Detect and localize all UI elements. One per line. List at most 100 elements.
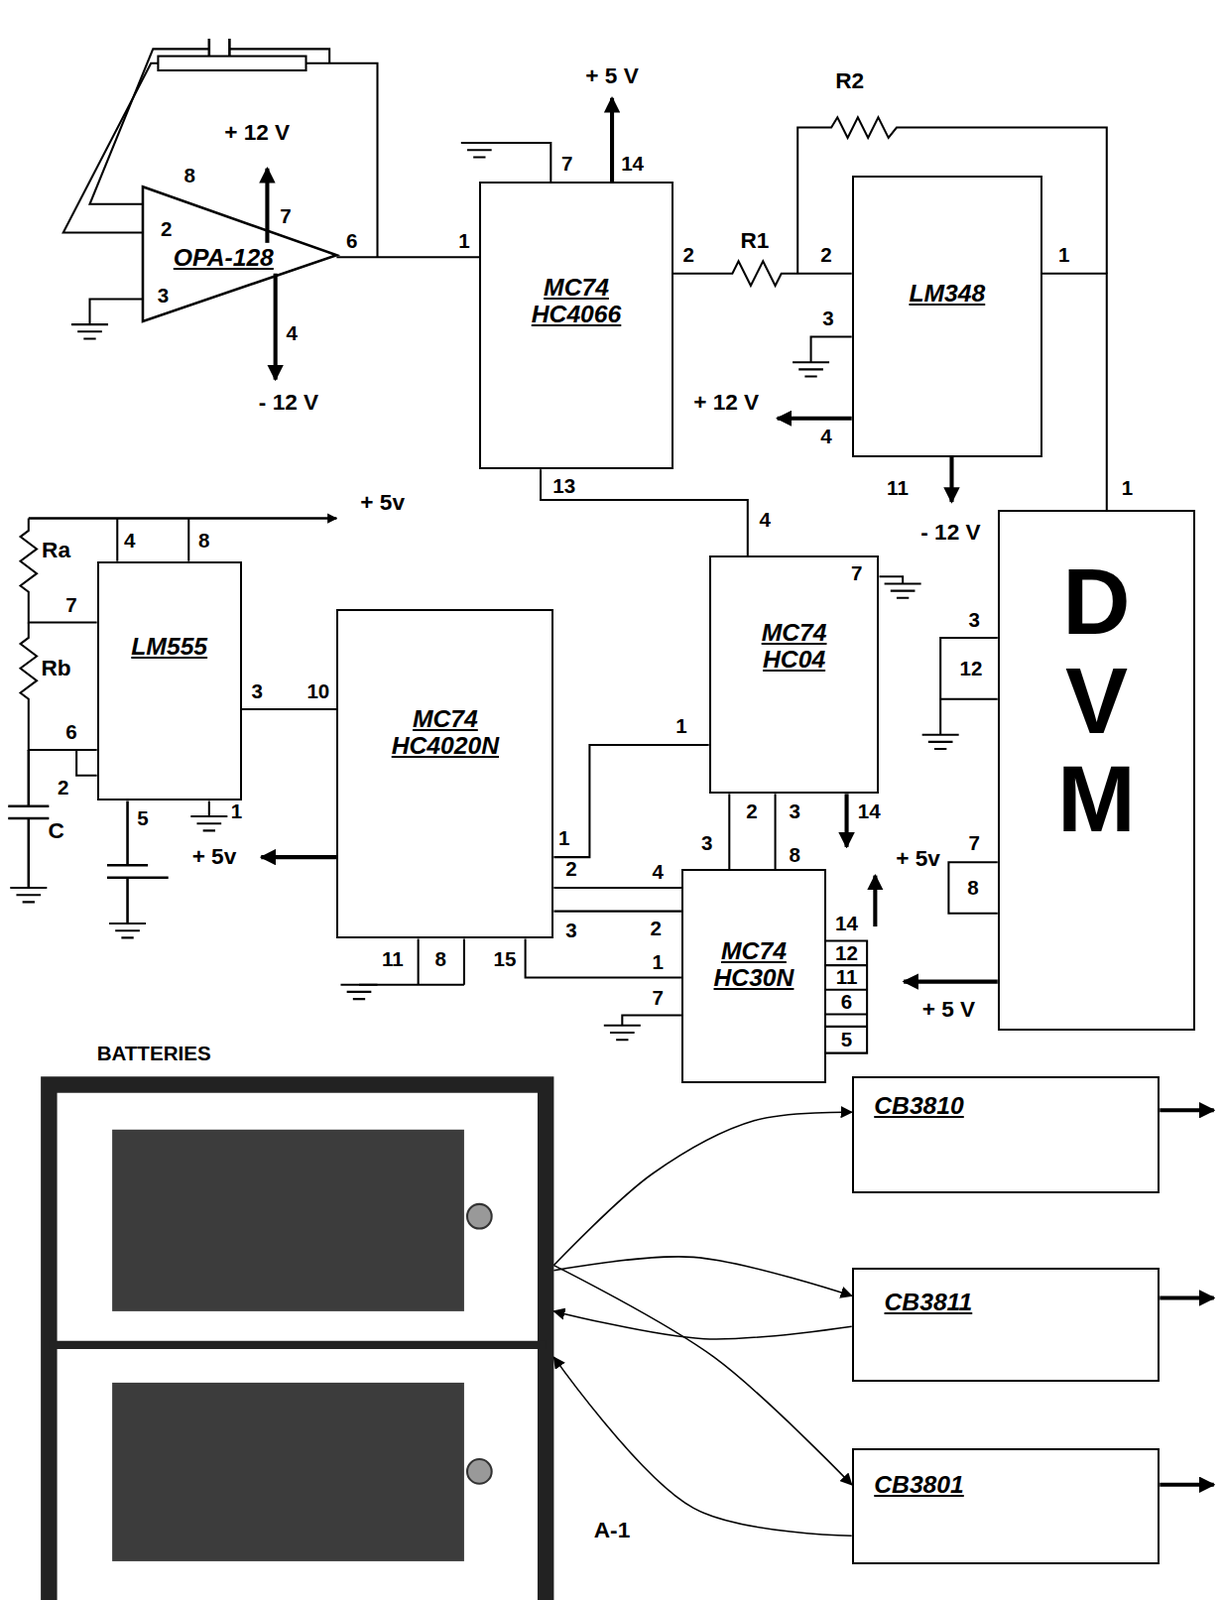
part-name: CB3810 xyxy=(873,1092,965,1119)
supply-label: + 5 V xyxy=(922,998,976,1022)
circuit-wire xyxy=(208,801,211,817)
power-arrow xyxy=(1159,1107,1215,1112)
pin-number: 1 xyxy=(1121,477,1133,498)
component-label: R2 xyxy=(835,70,864,94)
power-arrow xyxy=(1159,1482,1215,1487)
power-arrow xyxy=(949,457,954,502)
op-amp-symbol xyxy=(306,63,378,257)
power-lead xyxy=(553,1111,852,1265)
circuit-wire xyxy=(20,622,98,751)
pin-number: 6 xyxy=(65,722,77,743)
signal-wire xyxy=(1042,273,1107,511)
op-amp-symbol xyxy=(89,48,330,204)
pin-number: 3 xyxy=(788,800,800,822)
circuit-wire xyxy=(479,142,551,182)
op-amp-symbol xyxy=(142,186,337,322)
pin-number: 1 xyxy=(558,828,570,850)
part-name: CB3801 xyxy=(873,1470,965,1498)
op-amp-symbol xyxy=(63,38,378,325)
circuit-wire xyxy=(117,518,189,562)
power-arrow xyxy=(260,855,337,859)
pin-number: 5 xyxy=(841,1029,853,1051)
pin-number: 8 xyxy=(184,165,196,187)
pin-number: 1 xyxy=(1058,244,1070,266)
pin-number: 4 xyxy=(759,509,771,531)
pin-number: 10 xyxy=(306,681,330,703)
pin-number: 7 xyxy=(279,206,291,228)
pin-number: 14 xyxy=(835,912,858,934)
supply-label: + 12 V xyxy=(224,121,290,144)
pin-number: 7 xyxy=(561,152,573,174)
ground-symbol xyxy=(9,887,47,902)
battery-pack xyxy=(112,1129,465,1312)
supply-label: - 12 V xyxy=(258,391,319,415)
supply-label: + 5v xyxy=(895,848,941,871)
battery-pack xyxy=(48,1341,546,1349)
signal-wire xyxy=(553,910,682,913)
pin-number: 1 xyxy=(458,230,470,251)
ic-chip: MC74 HC4020N xyxy=(336,609,554,939)
power-arrow xyxy=(610,98,614,182)
op-amp-symbol xyxy=(63,63,159,234)
pin-number: 8 xyxy=(788,845,800,866)
pin-number: 14 xyxy=(857,800,881,822)
component-label: R1 xyxy=(740,229,770,252)
pin-number: 3 xyxy=(565,920,577,942)
power-arrow xyxy=(28,98,1215,1485)
circuit-wire xyxy=(359,938,465,984)
component-label: C xyxy=(47,820,64,844)
meter-label: D V M xyxy=(1057,552,1136,849)
power-arrow xyxy=(28,516,338,520)
voltmeter-box: D V M xyxy=(997,509,1197,1030)
pin-number: 14 xyxy=(620,152,644,174)
part-name: LM555 xyxy=(130,632,208,660)
power-arrow xyxy=(872,875,877,927)
pin-number: 3 xyxy=(968,610,979,631)
pin-number: 11 xyxy=(381,948,404,970)
ground-symbol xyxy=(340,984,377,999)
circuit-wire xyxy=(20,518,98,623)
circuit-wire xyxy=(7,117,1107,1053)
ground-symbol xyxy=(604,1025,641,1040)
pin-number: 12 xyxy=(960,657,983,679)
pin-number: 11 xyxy=(886,477,909,498)
power-arrow xyxy=(844,793,849,847)
ground-symbol xyxy=(109,923,146,938)
pin-number: 2 xyxy=(57,777,69,799)
power-arrow xyxy=(903,979,998,984)
pin-number: 8 xyxy=(967,876,978,898)
part-name: OPA-128 xyxy=(173,244,274,271)
power-lead xyxy=(553,1256,852,1297)
pin-number: 2 xyxy=(820,244,832,266)
part-name: MC74 HC04 xyxy=(761,618,828,673)
pin-number: 4 xyxy=(285,323,297,345)
part-name: MC74 HC4020N xyxy=(391,705,499,759)
signal-wire xyxy=(774,793,777,869)
pin-number: 3 xyxy=(822,308,834,330)
ground-symbol xyxy=(884,583,922,598)
battery-pack xyxy=(48,1085,546,1600)
signal-wire xyxy=(540,469,748,556)
signal-wire xyxy=(728,793,731,869)
circuit-wire xyxy=(940,637,998,735)
pin-number: 13 xyxy=(552,475,576,496)
pin-number: 4 xyxy=(652,861,664,883)
circuit-wire xyxy=(811,336,853,363)
pin-number: 4 xyxy=(123,530,135,552)
ic-chip: MC74 HC4066 xyxy=(479,181,673,470)
pin-number: 7 xyxy=(968,833,979,855)
circuit-wire xyxy=(826,940,867,1053)
part-name: MC74 HC4066 xyxy=(531,273,622,328)
pin-number: 1 xyxy=(652,951,664,973)
ground-symbol xyxy=(190,816,228,831)
signal-wire xyxy=(242,708,338,711)
converter-box: CB3801 xyxy=(852,1448,1161,1564)
power-arrow xyxy=(264,168,269,244)
component-label: A-1 xyxy=(594,1518,630,1542)
battery-box: BATTERIES xyxy=(40,1042,554,1599)
pin-number: 3 xyxy=(701,833,713,855)
ic-chip: MC74 HC30N xyxy=(681,868,827,1084)
group-heading: BATTERIES xyxy=(97,1042,212,1066)
pin-number: 2 xyxy=(650,918,662,940)
power-arrow xyxy=(273,273,278,380)
